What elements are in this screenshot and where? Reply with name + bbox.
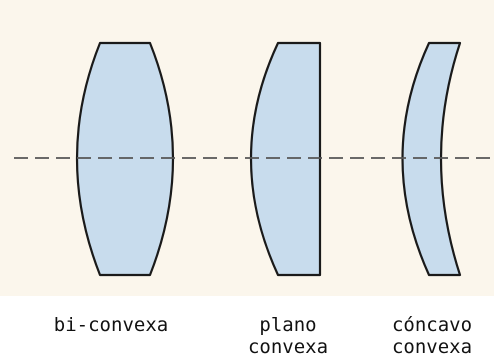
plano-label: plano: [259, 314, 317, 336]
bi-convexa-label: bi-convexa: [53, 314, 169, 336]
plano-convex-lens-shape: [249, 41, 322, 277]
bi-convex-lens-shape: [75, 41, 175, 277]
concavo-convexa-label: convexa: [391, 336, 473, 358]
plano-convexa-label: convexa: [247, 336, 329, 358]
concavo-label: cóncavo: [391, 314, 473, 336]
concavo-convex-lens-shape: [401, 41, 462, 277]
